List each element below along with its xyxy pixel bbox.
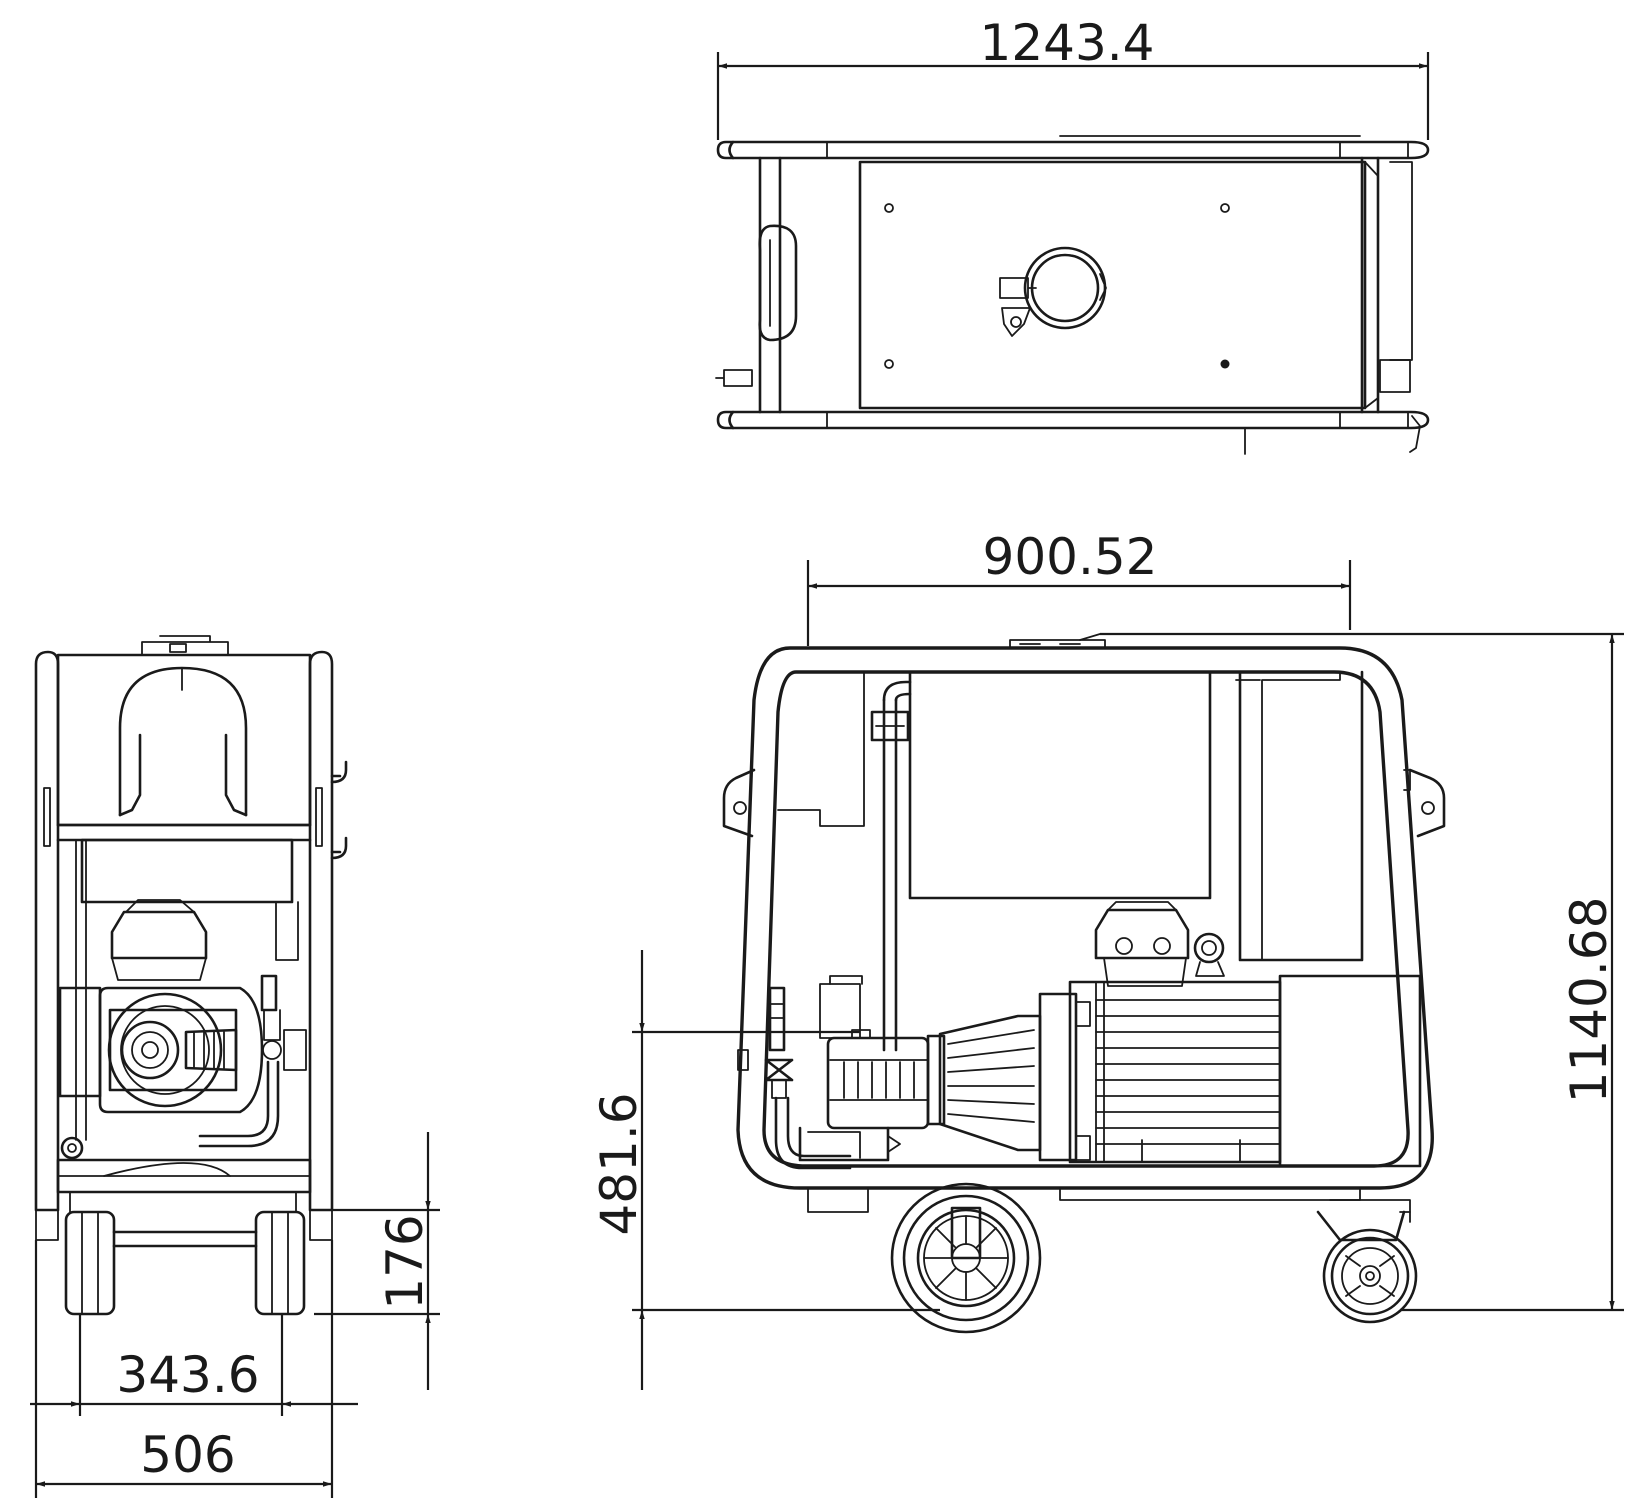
dim-label-ground-clearance: 176 [376, 1214, 434, 1309]
front-view [34, 635, 348, 1316]
dim-label-outlet-height: 481.6 [590, 1092, 648, 1235]
dim-label-top-length: 1243.4 [980, 14, 1155, 72]
top-view [715, 135, 1430, 455]
side-view [722, 633, 1446, 1334]
dimensions: 1243.4 900.52 1140.68 481.6 176 343.6 50… [30, 14, 1624, 1498]
dim-label-wheel-track: 343.6 [116, 1346, 259, 1404]
dim-label-frame-length: 900.52 [983, 528, 1158, 586]
dim-label-overall-width: 506 [140, 1426, 235, 1484]
dim-label-overall-height: 1140.68 [1560, 897, 1618, 1104]
